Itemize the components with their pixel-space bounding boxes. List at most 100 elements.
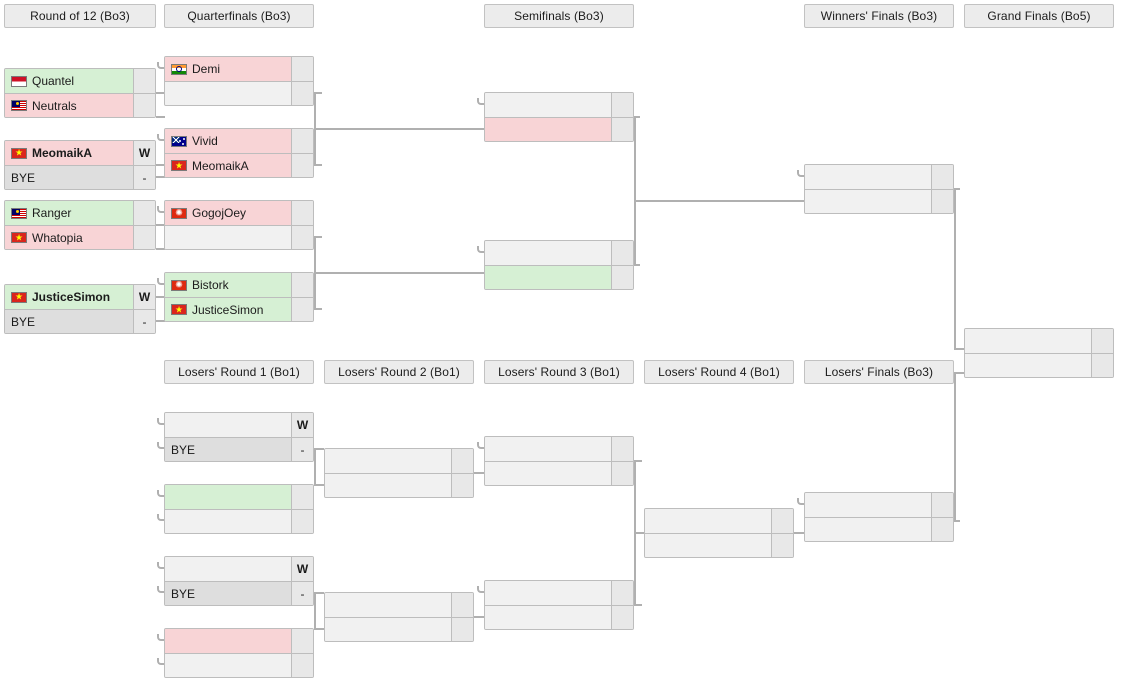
team-cell[interactable] — [485, 581, 611, 605]
team-cell[interactable]: Vivid — [165, 129, 291, 153]
team-cell[interactable]: BYE — [165, 582, 291, 605]
match-row[interactable]: Demi — [165, 57, 313, 81]
team-cell[interactable] — [965, 329, 1091, 353]
match-row[interactable]: JusticeSimon — [165, 297, 313, 321]
match-row[interactable]: MeomaikA — [165, 153, 313, 177]
match-qf-m1[interactable]: Demi — [164, 56, 314, 106]
match-row[interactable] — [165, 81, 313, 105]
match-row[interactable] — [645, 509, 793, 533]
team-cell[interactable] — [805, 190, 931, 213]
match-row[interactable] — [805, 517, 953, 541]
team-cell[interactable] — [165, 629, 291, 653]
team-cell[interactable]: Neutrals — [5, 94, 133, 117]
match-lf-m1[interactable] — [804, 492, 954, 542]
match-row[interactable] — [165, 509, 313, 533]
match-wf-m1[interactable] — [804, 164, 954, 214]
match-row[interactable]: BYE- — [165, 581, 313, 605]
match-row[interactable] — [805, 493, 953, 517]
team-cell[interactable] — [165, 413, 291, 437]
match-row[interactable]: Quantel — [5, 69, 155, 93]
team-cell[interactable] — [485, 118, 611, 141]
team-cell[interactable]: GogojOey — [165, 201, 291, 225]
match-lr2-m2[interactable] — [324, 592, 474, 642]
match-lr4-m1[interactable] — [644, 508, 794, 558]
match-lr2-m1[interactable] — [324, 448, 474, 498]
team-cell[interactable]: JusticeSimon — [165, 298, 291, 321]
team-cell[interactable] — [645, 534, 771, 557]
match-lr1-m4[interactable] — [164, 628, 314, 678]
match-row[interactable] — [965, 353, 1113, 377]
match-row[interactable] — [485, 265, 633, 289]
match-lr1-m2[interactable] — [164, 484, 314, 534]
match-sf-m1[interactable] — [484, 92, 634, 142]
match-row[interactable] — [805, 165, 953, 189]
match-row[interactable] — [485, 93, 633, 117]
match-row[interactable] — [485, 605, 633, 629]
match-row[interactable]: BYE- — [5, 165, 155, 189]
team-cell[interactable] — [165, 510, 291, 533]
team-cell[interactable] — [165, 485, 291, 509]
team-cell[interactable] — [485, 437, 611, 461]
match-row[interactable]: W — [165, 557, 313, 581]
team-cell[interactable] — [485, 462, 611, 485]
team-cell[interactable] — [325, 593, 451, 617]
team-cell[interactable] — [325, 474, 451, 497]
match-row[interactable] — [485, 117, 633, 141]
team-cell[interactable]: BYE — [165, 438, 291, 461]
team-cell[interactable] — [805, 493, 931, 517]
match-row[interactable] — [325, 617, 473, 641]
team-cell[interactable]: BYE — [5, 310, 133, 333]
team-cell[interactable] — [325, 618, 451, 641]
team-cell[interactable]: BYE — [5, 166, 133, 189]
match-row[interactable]: Whatopia — [5, 225, 155, 249]
match-row[interactable] — [965, 329, 1113, 353]
match-row[interactable]: BYE- — [5, 309, 155, 333]
match-row[interactable] — [165, 225, 313, 249]
team-cell[interactable]: MeomaikA — [5, 141, 133, 165]
match-row[interactable]: W — [165, 413, 313, 437]
match-row[interactable]: Neutrals — [5, 93, 155, 117]
match-row[interactable] — [325, 593, 473, 617]
match-row[interactable] — [165, 653, 313, 677]
team-cell[interactable]: JusticeSimon — [5, 285, 133, 309]
match-sf-m2[interactable] — [484, 240, 634, 290]
match-ro12-m3[interactable]: RangerWhatopia — [4, 200, 156, 250]
team-cell[interactable] — [485, 606, 611, 629]
match-row[interactable] — [485, 581, 633, 605]
team-cell[interactable] — [165, 557, 291, 581]
match-row[interactable] — [325, 473, 473, 497]
match-qf-m2[interactable]: VividMeomaikA — [164, 128, 314, 178]
team-cell[interactable]: Demi — [165, 57, 291, 81]
team-cell[interactable] — [485, 93, 611, 117]
match-lr3-m1[interactable] — [484, 436, 634, 486]
team-cell[interactable]: Ranger — [5, 201, 133, 225]
match-row[interactable] — [165, 485, 313, 509]
team-cell[interactable] — [485, 266, 611, 289]
match-qf-m3[interactable]: GogojOey — [164, 200, 314, 250]
match-row[interactable] — [485, 461, 633, 485]
match-lr3-m2[interactable] — [484, 580, 634, 630]
match-row[interactable]: Bistork — [165, 273, 313, 297]
team-cell[interactable] — [645, 509, 771, 533]
team-cell[interactable] — [165, 654, 291, 677]
team-cell[interactable] — [325, 449, 451, 473]
match-row[interactable]: GogojOey — [165, 201, 313, 225]
match-qf-m4[interactable]: BistorkJusticeSimon — [164, 272, 314, 322]
match-row[interactable] — [805, 189, 953, 213]
team-cell[interactable]: Whatopia — [5, 226, 133, 249]
match-row[interactable] — [485, 241, 633, 265]
team-cell[interactable] — [165, 226, 291, 249]
team-cell[interactable] — [805, 165, 931, 189]
team-cell[interactable]: Bistork — [165, 273, 291, 297]
match-row[interactable]: Vivid — [165, 129, 313, 153]
team-cell[interactable] — [805, 518, 931, 541]
match-row[interactable] — [165, 629, 313, 653]
team-cell[interactable] — [165, 82, 291, 105]
